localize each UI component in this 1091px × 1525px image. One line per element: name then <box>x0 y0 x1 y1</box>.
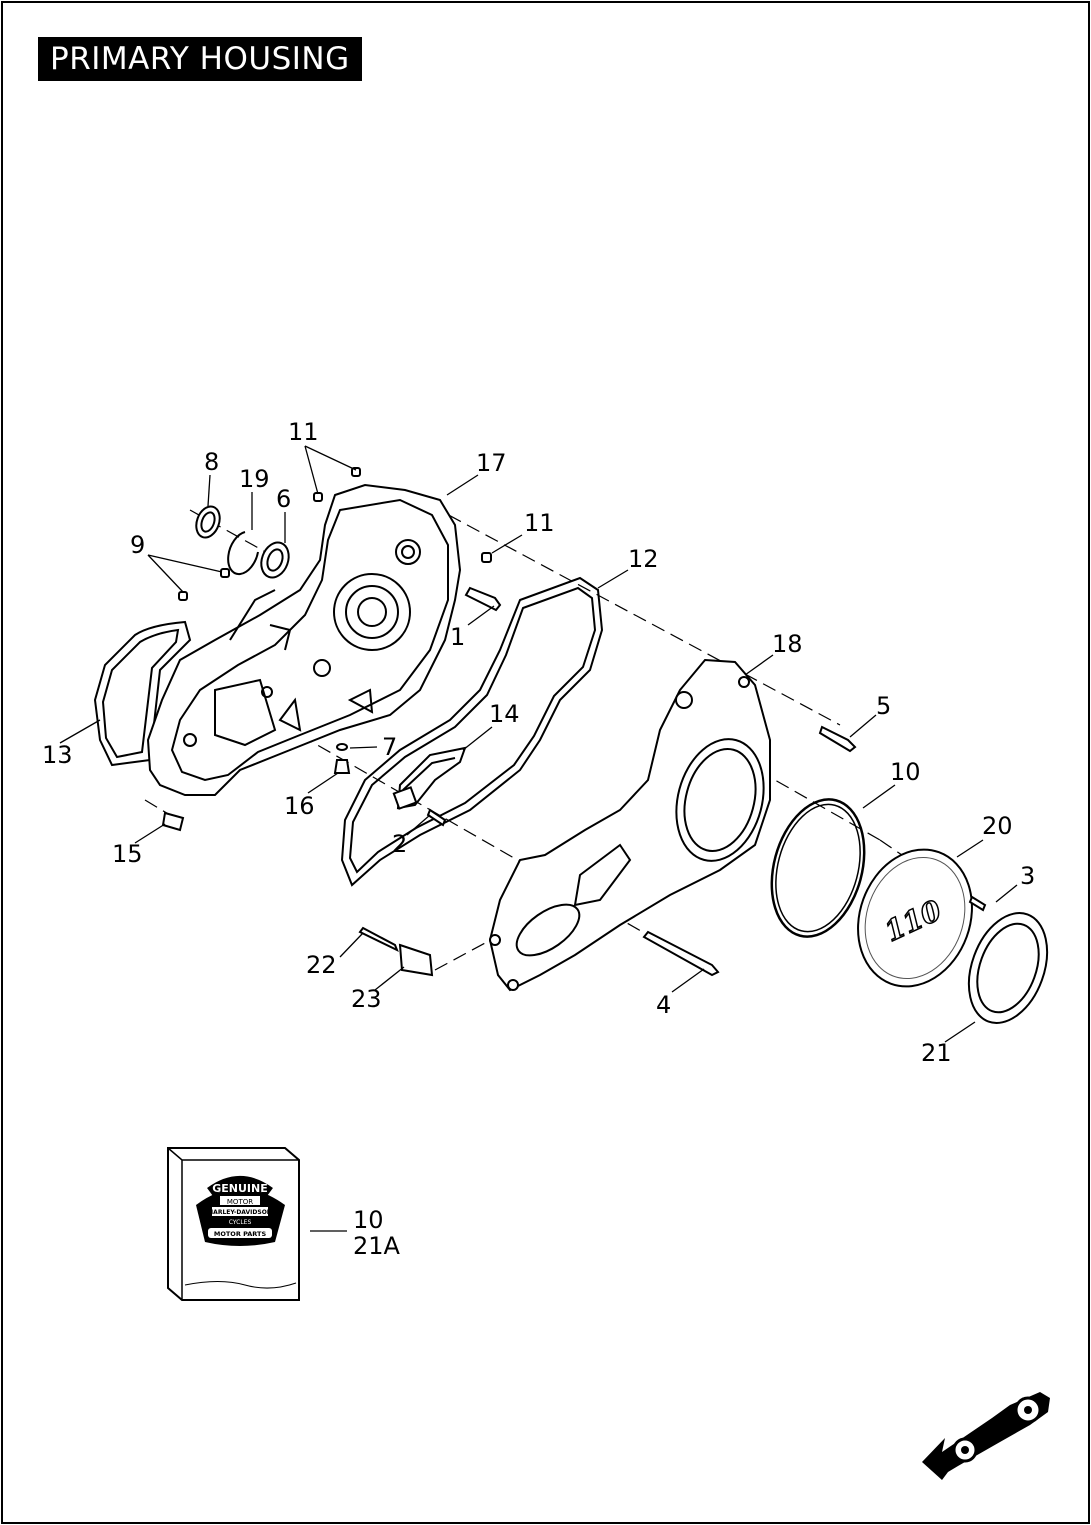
callout-numbers: 11 8 19 6 9 17 11 12 1 18 5 14 7 13 10 1… <box>42 418 1035 1067</box>
callout-23: 23 <box>351 985 382 1013</box>
page-title: PRIMARY HOUSING <box>38 37 362 81</box>
screw-22 <box>358 926 399 953</box>
callout-13: 13 <box>42 741 73 769</box>
washer-7 <box>336 743 348 751</box>
kit-label-part-21a: 21A <box>353 1232 400 1260</box>
logo-motor-parts: MOTOR PARTS <box>214 1230 267 1238</box>
callout-1: 1 <box>450 623 465 651</box>
motorcycle-front-arrow-icon <box>922 1392 1050 1480</box>
parts-kit-box: GENUINE MOTOR HARLEY-DAVIDSON CYCLES MOT… <box>167 1147 300 1301</box>
screw-4 <box>642 930 720 977</box>
logo-brand: HARLEY-DAVIDSON <box>208 1209 272 1216</box>
callout-10: 10 <box>890 758 921 786</box>
screw-5 <box>818 725 857 753</box>
genuine-motor-parts-logo: GENUINE MOTOR HARLEY-DAVIDSON CYCLES MOT… <box>196 1176 285 1246</box>
dowel-15 <box>161 811 185 832</box>
outer-primary-cover <box>488 658 771 992</box>
callout-11a: 11 <box>288 418 319 446</box>
callout-5: 5 <box>876 692 891 720</box>
dowel-9b <box>178 591 188 601</box>
logo-motor: MOTOR <box>227 1198 253 1206</box>
callout-2: 2 <box>392 830 407 858</box>
callout-4: 4 <box>656 991 671 1019</box>
callout-8: 8 <box>204 448 219 476</box>
derby-gasket-inner <box>976 922 1040 1014</box>
callout-20: 20 <box>982 812 1013 840</box>
dowel-11c <box>481 552 492 563</box>
callout-12: 12 <box>628 545 659 573</box>
logo-cycles: CYCLES <box>229 1219 252 1226</box>
callout-11b: 11 <box>524 509 555 537</box>
screw-2 <box>426 808 447 827</box>
spacer-23 <box>398 943 434 977</box>
screw-1 <box>464 586 502 612</box>
callout-18: 18 <box>772 630 803 658</box>
chain-tensioner <box>392 746 467 810</box>
logo-genuine: GENUINE <box>212 1182 268 1195</box>
callout-7: 7 <box>382 733 397 761</box>
dowel-11a <box>351 467 361 477</box>
callout-6: 6 <box>276 485 291 513</box>
side-gasket <box>93 620 192 767</box>
callout-15: 15 <box>112 840 143 868</box>
callout-19: 19 <box>239 465 270 493</box>
seal-8-inner <box>200 511 216 533</box>
callout-22: 22 <box>306 951 337 979</box>
leader-lines <box>59 445 1018 1043</box>
bearing-6-inner <box>266 548 284 572</box>
callout-21: 21 <box>921 1039 952 1067</box>
callout-14: 14 <box>489 700 520 728</box>
derby-gasket <box>967 912 1049 1024</box>
inner-primary-housing <box>146 483 462 796</box>
dowel-9a <box>220 568 230 578</box>
retaining-ring-19 <box>227 531 259 576</box>
callout-9: 9 <box>130 531 145 559</box>
derby-cover: 110 <box>857 848 973 988</box>
screw-3 <box>968 895 987 912</box>
o-ring-inner <box>775 803 861 933</box>
callout-17: 17 <box>476 449 507 477</box>
o-ring <box>770 798 866 938</box>
kit-label-part-10: 10 <box>353 1206 384 1234</box>
callout-3: 3 <box>1020 862 1035 890</box>
primary-gasket <box>340 576 604 887</box>
plug-16 <box>333 759 351 774</box>
callout-16: 16 <box>284 792 315 820</box>
dowel-11b <box>313 492 323 502</box>
